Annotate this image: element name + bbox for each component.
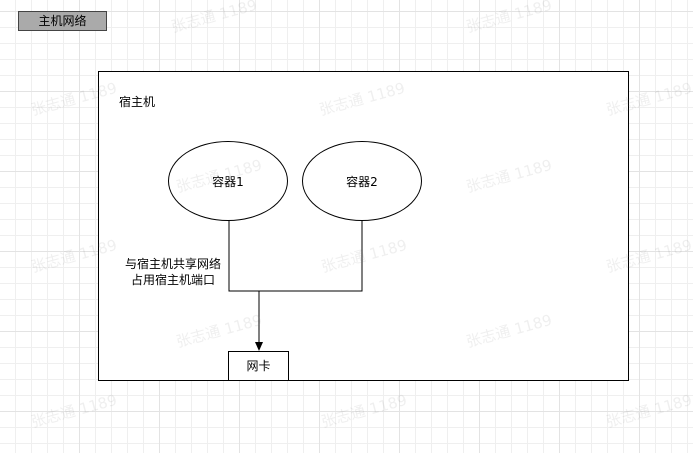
connector-path (228, 221, 363, 292)
container-2-label: 容器2 (346, 174, 378, 189)
host-machine-box (98, 71, 629, 381)
diagram-title: 主机网络 (18, 11, 107, 31)
container-1: 容器1 (168, 141, 288, 221)
host-machine-label: 宿主机 (119, 95, 156, 109)
note-line-1: 与宿主机共享网络 (124, 257, 221, 271)
connector-arrowhead (255, 342, 263, 351)
container-2: 容器2 (302, 141, 422, 221)
shared-network-note: 与宿主机共享网络 占用宿主机端口 (112, 256, 234, 288)
network-card: 网卡 (228, 351, 289, 381)
container-1-label: 容器1 (212, 174, 244, 189)
note-line-2: 占用宿主机端口 (130, 273, 215, 287)
